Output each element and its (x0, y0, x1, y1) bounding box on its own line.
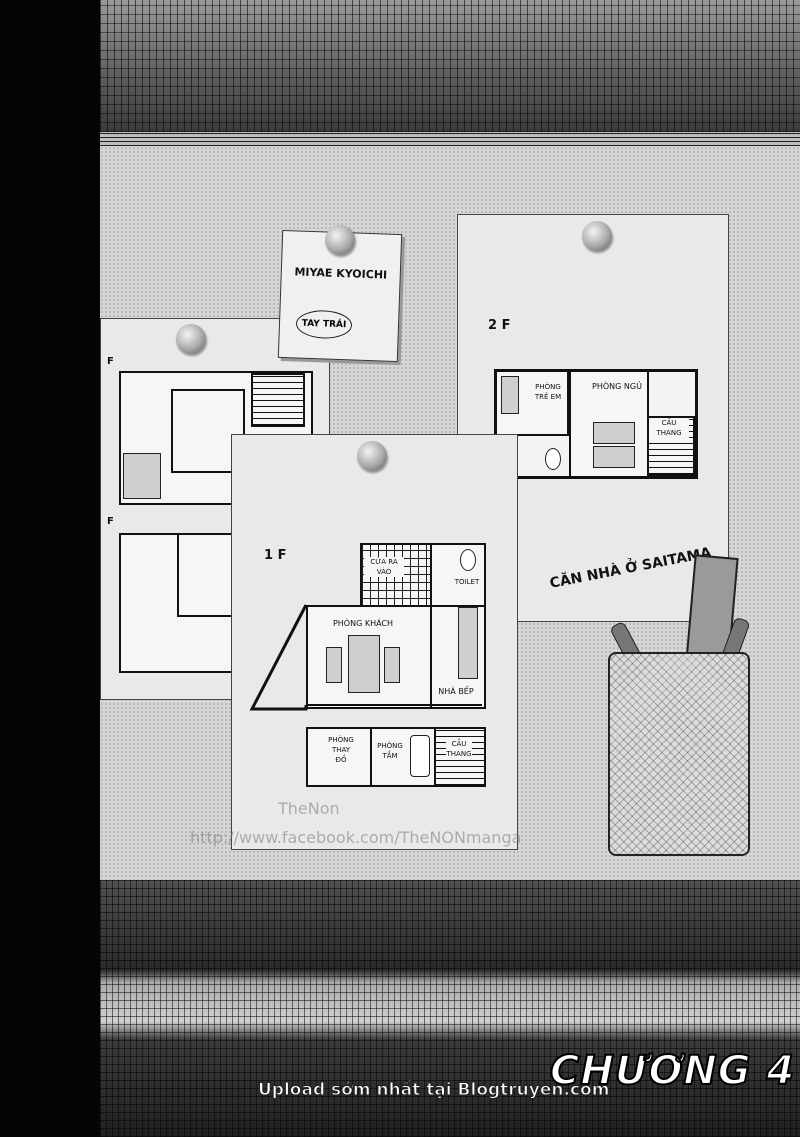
screentone-top (100, 0, 800, 132)
floor-label-b: F (107, 516, 114, 527)
board-frame-top (100, 132, 800, 146)
black-margin (0, 0, 100, 1137)
label-kids-room: PHÒNG TRẺ EM (534, 383, 562, 401)
pin-left (176, 324, 206, 354)
room-toilet (430, 543, 486, 609)
label-bedroom: PHÒNG NGỦ (592, 382, 642, 391)
stairs-1f (434, 727, 486, 787)
plan-1f-outline (249, 604, 482, 711)
upload-credit: Upload sớm nhất tại Blogtruyen.com (257, 1080, 610, 1101)
floor-label-1f: 1 F (264, 548, 287, 563)
label-living: PHÒNG KHÁCH (332, 619, 394, 628)
watermark-name: TheNon (278, 799, 340, 818)
note-name: MIYAE KYOICHI (294, 265, 388, 282)
pin-2f (582, 221, 612, 251)
bed-bedroom-1 (593, 422, 635, 444)
label-stairs-1f: CẦU THANG (446, 739, 472, 759)
pen-cup (608, 652, 750, 856)
room-kids (495, 370, 569, 436)
note-circled-text: TAY TRÁI (295, 309, 353, 340)
living-table (348, 635, 380, 693)
watermark-url: http://www.facebook.com/TheNONmanga (190, 828, 522, 847)
label-changing: PHÒNG THAY ĐỒ (328, 736, 354, 764)
toilet-2f (545, 448, 561, 470)
label-entrance: CỬA RA VÀO (364, 557, 404, 577)
chapter-title: CHƯƠNG 4 (549, 1047, 796, 1095)
plan-2f: PHÒNG TRẺ EM PHÒNG NGỦ CẦU THANG (494, 369, 698, 479)
pin-note (325, 225, 355, 255)
pin-1f (357, 441, 387, 471)
label-toilet: TOILET (454, 578, 480, 586)
label-kitchen: NHÀ BẾP (438, 687, 474, 696)
bed-kids (501, 376, 519, 414)
left-plan-lower-room (177, 533, 233, 617)
room-bedroom (569, 370, 649, 478)
screentone-bottom (100, 880, 800, 1137)
label-stairs-2f: CẦU THANG (649, 418, 689, 438)
label-bath: PHÒNG TẮM (377, 742, 403, 760)
bed-bedroom-2 (593, 446, 635, 468)
floor-label-2f: 2 F (488, 318, 511, 333)
bed-left (123, 453, 161, 499)
floor-label-a: F (107, 356, 114, 367)
toilet-1f (460, 549, 476, 571)
paper-1f: 1 F CỬA RA VÀO TOILET PHÒNG KHÁCH NHÀ BẾ… (231, 434, 518, 850)
kitchen-counter (458, 607, 478, 679)
living-sofa-left (326, 647, 342, 683)
bathtub (410, 735, 430, 777)
living-sofa-right (384, 647, 400, 683)
left-stairs (251, 373, 305, 427)
